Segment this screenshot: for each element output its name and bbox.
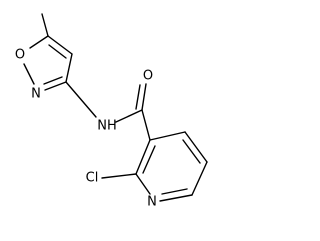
- carbonyl-oxygen-label: O: [143, 69, 153, 84]
- bond-py-c4-c5: [184, 131, 208, 163]
- bond-methyl-c5: [41, 13, 49, 37]
- bond-c4-c5: [47, 35, 73, 55]
- bond-py-c2-c3: [135, 139, 151, 175]
- bond-py-c3-c4: [149, 131, 186, 141]
- bond-nh-carbonyl: [115, 109, 143, 123]
- bond-n2-c3: [44, 81, 67, 91]
- bond-n2-c3-double: [43, 76, 63, 85]
- bond-py-c6-n1: [159, 194, 193, 202]
- bond-py-c6-n1-double: [161, 188, 188, 195]
- bond-carbonyl-o: [141, 83, 147, 111]
- amide-nh-label: NH: [97, 119, 117, 134]
- bond-c3-nh: [65, 81, 97, 118]
- bond-c4-c5-double: [48, 44, 67, 59]
- bond-c3-c4: [65, 53, 73, 83]
- bond-c2-cl: [101, 173, 137, 179]
- chlorine-label: Cl: [86, 171, 99, 186]
- bonds: [23, 13, 208, 202]
- bond-carbonyl-py-c3: [141, 109, 151, 141]
- ring-nitrogen-label: N: [31, 87, 41, 102]
- bond-py-c5-c6: [191, 161, 208, 196]
- bond-py-n1-c2: [135, 173, 151, 195]
- bond-py-c4-c5-double: [182, 139, 201, 164]
- bond-c5-o1: [29, 35, 49, 49]
- bond-carbonyl-o-double: [135, 84, 141, 110]
- bond-py-c2-c3-double: [142, 145, 156, 174]
- bond-o1-n2: [23, 63, 35, 85]
- pyridine-nitrogen-label: N: [147, 195, 157, 210]
- chemical-structure-diagram: O N NH O Cl N: [15, 13, 208, 210]
- atom-labels: O N NH O Cl N: [15, 48, 157, 210]
- ring-oxygen-label: O: [15, 48, 25, 63]
